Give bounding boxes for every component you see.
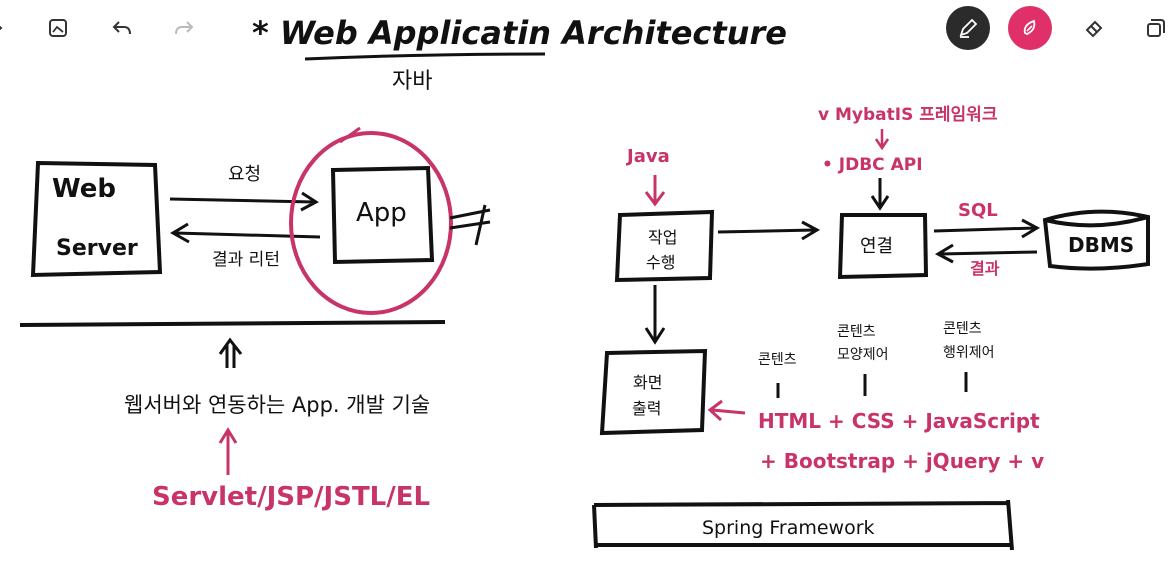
tech-list: Servlet/JSP/JSTL/EL	[152, 482, 430, 512]
tech-up-arrow	[218, 427, 238, 475]
mybatis-down-arrow	[874, 129, 890, 151]
add-image-icon[interactable]	[38, 8, 78, 48]
frontend-line-1: HTML + CSS + JavaScript	[758, 409, 1040, 433]
lasso-icon[interactable]	[1136, 8, 1170, 48]
jdbc-label: • JDBC API	[822, 155, 923, 175]
note-subtitle: 자바	[392, 69, 432, 94]
jdbc-down-arrow	[870, 178, 890, 211]
section-divider	[19, 320, 446, 327]
app-side-lines	[449, 204, 491, 246]
connect-box	[837, 213, 929, 280]
frontend-to-output-arrow	[707, 399, 746, 422]
mybatis-label: v MybatIS 프레임워크	[818, 104, 998, 125]
app-highlight-circle	[289, 131, 453, 315]
logic-to-output-arrow	[644, 285, 666, 345]
java-down-arrow	[644, 175, 666, 207]
java-label: Java	[625, 146, 670, 167]
output-box	[599, 348, 708, 436]
tech-caption: 웹서버와 연동하는 App. 개발 기술	[124, 393, 430, 417]
title-underline	[304, 52, 546, 61]
logic-label-1: 작업	[648, 228, 677, 247]
app-label: App	[356, 198, 407, 228]
connect-label: 연결	[860, 236, 893, 257]
content-behavior-label-1: 콘텐츠	[943, 321, 982, 337]
app-box	[330, 165, 435, 265]
double-up-arrow	[218, 337, 243, 368]
response-label: 결과 리턴	[212, 250, 280, 270]
redo-edge-icon[interactable]	[0, 8, 18, 48]
web-server-box	[30, 160, 163, 278]
web-server-label-1: Web	[52, 174, 116, 204]
app-circle-tail	[339, 126, 361, 144]
content-style-label-2: 모양제어	[837, 347, 889, 363]
web-server-label-2: Server	[56, 236, 138, 261]
redo-icon[interactable]	[164, 8, 204, 48]
request-arrow	[169, 191, 319, 212]
spring-framework-bar	[592, 499, 1014, 551]
spring-framework-label: Spring Framework	[702, 517, 875, 539]
output-label-2: 출력	[632, 399, 661, 418]
output-label-1: 화면	[633, 373, 662, 392]
content-behavior-label-2: 행위제어	[943, 345, 995, 361]
undo-icon[interactable]	[102, 8, 142, 48]
response-arrow	[170, 222, 321, 244]
dbms-label: DBMS	[1068, 233, 1134, 257]
content-style-label-1: 콘텐츠	[837, 324, 876, 340]
eraser-icon[interactable]	[1074, 8, 1114, 48]
dbms-cylinder	[1042, 209, 1150, 271]
highlighter-icon[interactable]	[1008, 6, 1052, 50]
pen-icon[interactable]	[946, 6, 990, 50]
note-title: * Web Applicatin Architecture	[252, 14, 787, 52]
sql-arrow	[933, 218, 1041, 239]
logic-label-2: 수행	[646, 253, 675, 272]
result-arrow	[934, 243, 1038, 264]
sql-label: SQL	[958, 200, 998, 221]
result-label: 결과	[970, 259, 1000, 278]
logic-box	[614, 209, 715, 283]
logic-to-connect-arrow	[717, 220, 821, 241]
frontend-line-2: + Bootstrap + jQuery + v	[760, 449, 1044, 473]
content-label: 콘텐츠	[758, 352, 797, 368]
request-label: 요청	[228, 164, 261, 185]
